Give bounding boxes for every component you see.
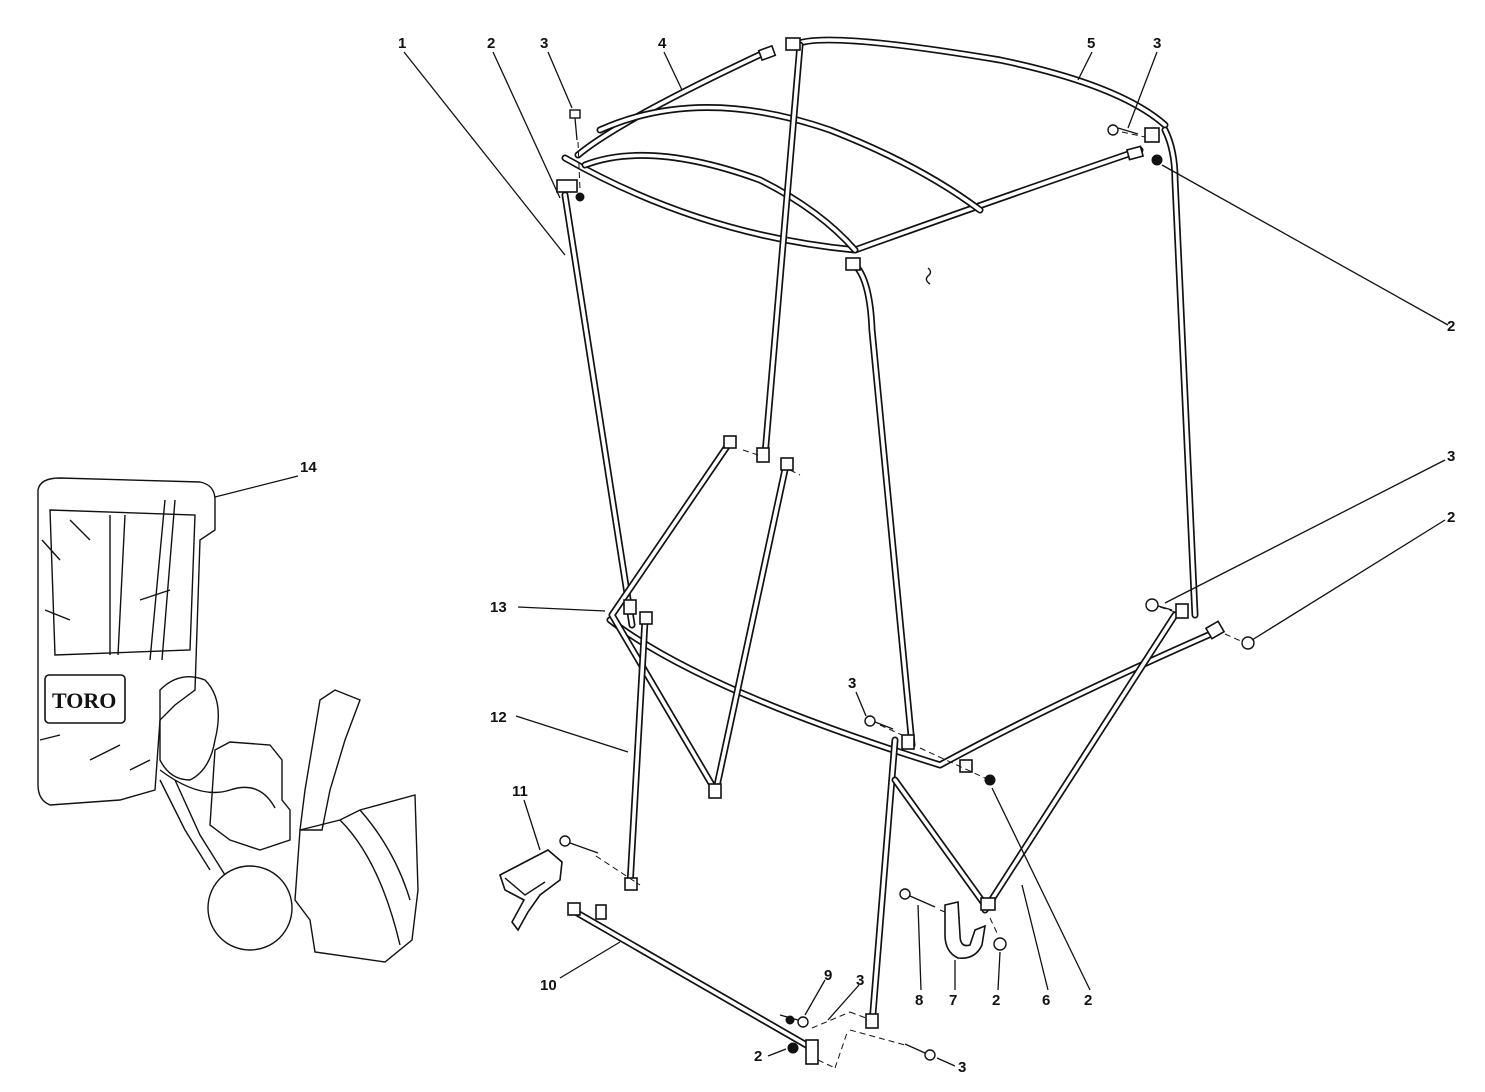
brand-plate bbox=[44, 674, 126, 724]
engine-block bbox=[209, 741, 291, 851]
nut-top-right bbox=[1151, 154, 1163, 166]
nut-7 bbox=[993, 937, 1007, 951]
nut-bottom-left bbox=[787, 1042, 799, 1054]
callout-part-2-bottom-mid: 2 bbox=[992, 992, 1000, 1009]
cab-cover bbox=[37, 477, 216, 806]
callout-part-4: 4 bbox=[658, 35, 667, 52]
top-back-arc bbox=[791, 36, 1169, 129]
callout-part-2-right-mid: 2 bbox=[1447, 509, 1455, 526]
callout-part-5: 5 bbox=[1087, 35, 1095, 52]
handle-right bbox=[174, 779, 226, 876]
callout-part-2-right: 2 bbox=[1447, 318, 1455, 335]
nut-top-left bbox=[575, 192, 585, 202]
callout-part-3-bottom-right: 3 bbox=[958, 1059, 966, 1076]
callout-part-6: 6 bbox=[1042, 992, 1050, 1009]
discharge-chute bbox=[299, 689, 361, 831]
bolt-bracket-11 bbox=[559, 835, 599, 854]
callout-part-3-top-right: 3 bbox=[1153, 35, 1161, 52]
callout-part-2-top: 2 bbox=[487, 35, 495, 52]
callout-part-10: 10 bbox=[540, 977, 557, 994]
tube-tabs bbox=[556, 37, 1226, 1065]
alignment-lines bbox=[577, 131, 1244, 1069]
callout-part-1: 1 bbox=[398, 35, 406, 52]
brand-plate-text: TORO bbox=[52, 688, 116, 713]
waist-arc bbox=[606, 616, 1224, 769]
bolt-top-left bbox=[569, 109, 581, 141]
bolt-top-right bbox=[1107, 124, 1139, 136]
snowblower-illustration: TORO bbox=[37, 477, 419, 963]
callout-part-14: 14 bbox=[300, 459, 317, 476]
housing-shading bbox=[339, 809, 411, 946]
right-lower-leg bbox=[868, 736, 899, 1029]
wheel bbox=[207, 865, 293, 951]
cab-frame bbox=[556, 36, 1226, 1065]
callout-part-11: 11 bbox=[512, 783, 528, 800]
cab-creases bbox=[39, 519, 171, 771]
callout-part-7: 7 bbox=[949, 992, 957, 1009]
callout-part-2-bottom-left: 2 bbox=[754, 1048, 762, 1065]
bracket-11 bbox=[499, 849, 563, 932]
callout-part-13: 13 bbox=[490, 599, 507, 616]
engine bbox=[159, 676, 220, 781]
bracket-7 bbox=[944, 901, 987, 960]
bottom-cross-bar bbox=[568, 906, 819, 1054]
callout-part-3-top: 3 bbox=[540, 35, 548, 52]
rear-left-post bbox=[761, 41, 804, 459]
callout-part-12: 12 bbox=[490, 709, 507, 726]
left-braces bbox=[608, 441, 790, 799]
cab-window bbox=[49, 509, 196, 656]
left-lower-leg bbox=[626, 616, 649, 889]
hardware bbox=[559, 109, 1255, 1069]
rear-right-post bbox=[1161, 126, 1199, 619]
front-left-post bbox=[561, 191, 636, 629]
roof-bows bbox=[581, 104, 984, 254]
right-braces bbox=[891, 611, 1179, 914]
nut-center bbox=[984, 774, 996, 786]
callout-part-9: 9 bbox=[824, 967, 832, 984]
nut-9 bbox=[785, 1015, 795, 1025]
callout-leaders bbox=[214, 51, 1449, 1067]
wire-harness bbox=[159, 769, 276, 809]
callout-part-3-bottom: 3 bbox=[856, 972, 864, 989]
handle-left bbox=[159, 779, 211, 871]
decal-mark bbox=[925, 267, 932, 285]
callout-part-3-center: 3 bbox=[848, 675, 856, 692]
callout-part-8: 8 bbox=[915, 992, 923, 1009]
bolt-bottom-3 bbox=[904, 1043, 936, 1061]
bolt-8 bbox=[899, 888, 936, 908]
callout-labels: 1 2 3 4 5 3 2 14 3 2 13 3 12 11 10 9 3 2… bbox=[300, 35, 1455, 1076]
callout-part-2-bottom-right: 2 bbox=[1084, 992, 1092, 1009]
front-right-post bbox=[851, 261, 916, 749]
nut-right-mid bbox=[1241, 636, 1255, 650]
auger-housing bbox=[294, 794, 419, 963]
bolt-center bbox=[864, 715, 894, 730]
callout-part-3-right: 3 bbox=[1447, 448, 1455, 465]
cab-front-post bbox=[149, 499, 176, 661]
top-front-arc bbox=[561, 46, 1144, 254]
cab-window-divider bbox=[109, 514, 126, 656]
